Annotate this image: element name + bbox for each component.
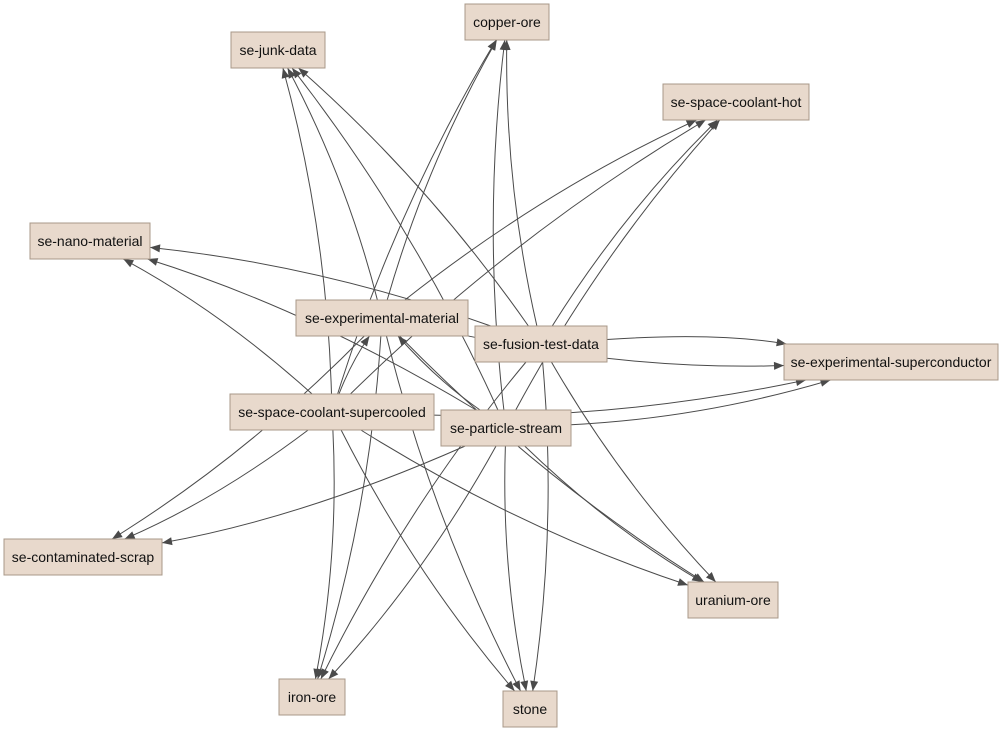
arrowhead-se-experimental-material-to-se-experimental-superconductor — [773, 361, 784, 370]
node-label: se-junk-data — [239, 42, 316, 58]
nodes-layer: copper-ore se-junk-data se-space-coolant… — [3, 3, 999, 728]
edge-se-fusion-test-data-to-se-junk-data — [298, 67, 529, 327]
arrowhead-se-space-coolant-supercooled-to-se-nano-material — [123, 259, 134, 268]
node-label: se-space-coolant-hot — [671, 94, 802, 110]
node-se-nano-material[interactable]: se-nano-material — [29, 222, 151, 260]
arrowhead-se-experimental-material-to-se-contaminated-scrap — [112, 530, 123, 539]
node-se-fusion-test-data[interactable]: se-fusion-test-data — [474, 325, 608, 363]
edge-se-experimental-material-to-stone — [385, 335, 522, 692]
edge-se-fusion-test-data-to-stone — [532, 361, 549, 692]
arrowhead-se-space-coolant-supercooled-to-se-experimental-material — [360, 336, 370, 347]
arrowhead-se-space-coolant-supercooled-to-stone — [505, 680, 515, 691]
edge-se-particle-stream-to-uranium-ore — [524, 445, 703, 583]
edge-se-space-coolant-supercooled-to-se-junk-data — [282, 67, 332, 395]
node-label: se-fusion-test-data — [483, 336, 599, 352]
node-se-junk-data[interactable]: se-junk-data — [230, 31, 326, 69]
arrowhead-se-particle-stream-to-iron-ore — [328, 668, 339, 679]
node-label: uranium-ore — [695, 592, 771, 608]
edge-se-experimental-material-to-iron-ore — [317, 335, 382, 680]
edge-se-space-coolant-supercooled-to-iron-ore — [314, 429, 335, 680]
edge-se-fusion-test-data-to-se-space-coolant-hot — [551, 119, 718, 327]
arrowhead-se-space-coolant-supercooled-to-se-contaminated-scrap — [124, 531, 136, 539]
edge-se-space-coolant-supercooled-to-copper-ore — [337, 39, 497, 395]
arrowhead-se-particle-stream-to-se-nano-material — [147, 258, 159, 266]
edge-se-fusion-test-data-to-se-experimental-superconductor — [606, 336, 787, 345]
arrowhead-se-experimental-material-to-se-space-coolant-hot — [685, 120, 697, 128]
node-label: se-experimental-superconductor — [791, 354, 992, 370]
edge-se-space-coolant-supercooled-to-uranium-ore — [360, 429, 689, 586]
arrowhead-se-fusion-test-data-to-se-nano-material — [150, 244, 161, 253]
arrowhead-se-space-coolant-supercooled-to-se-space-coolant-hot — [694, 120, 706, 129]
node-uranium-ore[interactable]: uranium-ore — [687, 581, 779, 619]
edge-se-particle-stream-to-se-experimental-superconductor — [570, 379, 831, 426]
node-se-experimental-superconductor[interactable]: se-experimental-superconductor — [783, 343, 999, 381]
arrowhead-se-particle-stream-to-se-space-coolant-hot — [710, 120, 720, 131]
node-label: se-space-coolant-supercooled — [238, 404, 426, 420]
arrowhead-se-experimental-material-to-stone — [512, 680, 521, 691]
node-iron-ore[interactable]: iron-ore — [278, 678, 346, 716]
node-se-space-coolant-supercooled[interactable]: se-space-coolant-supercooled — [229, 393, 435, 431]
node-label: se-nano-material — [37, 233, 142, 249]
arrowhead-se-space-coolant-supercooled-to-copper-ore — [487, 40, 497, 51]
edge-se-experimental-material-to-se-contaminated-scrap — [111, 335, 365, 540]
node-se-contaminated-scrap[interactable]: se-contaminated-scrap — [3, 538, 163, 576]
edge-se-particle-stream-to-iron-ore — [328, 445, 497, 680]
arrowhead-se-fusion-test-data-to-se-junk-data — [298, 68, 309, 78]
edge-se-experimental-material-to-se-junk-data — [287, 67, 378, 301]
arrowhead-se-space-coolant-supercooled-to-uranium-ore — [677, 578, 688, 586]
edge-se-fusion-test-data-to-copper-ore — [506, 39, 538, 327]
arrowhead-se-space-coolant-supercooled-to-se-junk-data — [281, 68, 290, 79]
edge-se-particle-stream-to-stone — [504, 445, 527, 692]
node-label: copper-ore — [473, 14, 541, 30]
node-se-space-coolant-hot[interactable]: se-space-coolant-hot — [662, 83, 810, 121]
node-label: se-particle-stream — [450, 420, 562, 436]
edge-se-experimental-material-to-se-space-coolant-hot — [404, 119, 697, 301]
arrowhead-se-space-coolant-supercooled-to-iron-ore — [313, 668, 322, 679]
arrowhead-se-particle-stream-to-uranium-ore — [691, 573, 703, 582]
edge-se-space-coolant-supercooled-to-se-contaminated-scrap — [124, 429, 309, 540]
node-label: se-contaminated-scrap — [12, 549, 155, 565]
node-label: iron-ore — [288, 689, 336, 705]
edge-se-experimental-material-to-uranium-ore — [399, 335, 705, 583]
node-se-particle-stream[interactable]: se-particle-stream — [440, 409, 572, 447]
edge-se-experimental-material-to-copper-ore — [386, 39, 498, 301]
node-stone[interactable]: stone — [502, 690, 558, 728]
edge-se-space-coolant-supercooled-to-se-space-coolant-hot — [350, 119, 706, 395]
edge-se-space-coolant-supercooled-to-se-nano-material — [123, 258, 313, 395]
node-se-experimental-material[interactable]: se-experimental-material — [295, 299, 469, 337]
edge-se-fusion-test-data-to-uranium-ore — [550, 361, 717, 583]
arrowhead-se-fusion-test-data-to-iron-ore — [320, 668, 329, 679]
node-label: stone — [513, 701, 547, 717]
arrowhead-se-particle-stream-to-se-experimental-superconductor — [819, 379, 831, 387]
arrowhead-se-fusion-test-data-to-uranium-ore — [705, 572, 716, 582]
edge-se-particle-stream-to-se-space-coolant-hot — [515, 119, 721, 411]
edge-se-particle-stream-to-se-contaminated-scrap — [161, 445, 466, 544]
arrowhead-se-particle-stream-to-se-experimental-material — [397, 336, 408, 347]
edge-se-particle-stream-to-se-experimental-material — [397, 335, 481, 411]
arrowhead-se-particle-stream-to-se-contaminated-scrap — [162, 537, 173, 546]
node-label: se-experimental-material — [305, 310, 459, 326]
arrowhead-se-fusion-test-data-to-stone — [530, 680, 539, 691]
arrowhead-se-experimental-material-to-se-junk-data — [287, 68, 296, 79]
arrowhead-se-particle-stream-to-se-junk-data — [292, 68, 302, 79]
arrowhead-se-particle-stream-to-stone — [520, 680, 529, 691]
node-copper-ore[interactable]: copper-ore — [464, 3, 550, 41]
edge-se-fusion-test-data-to-iron-ore — [320, 361, 527, 680]
arrowhead-se-particle-stream-to-copper-ore — [499, 40, 508, 51]
